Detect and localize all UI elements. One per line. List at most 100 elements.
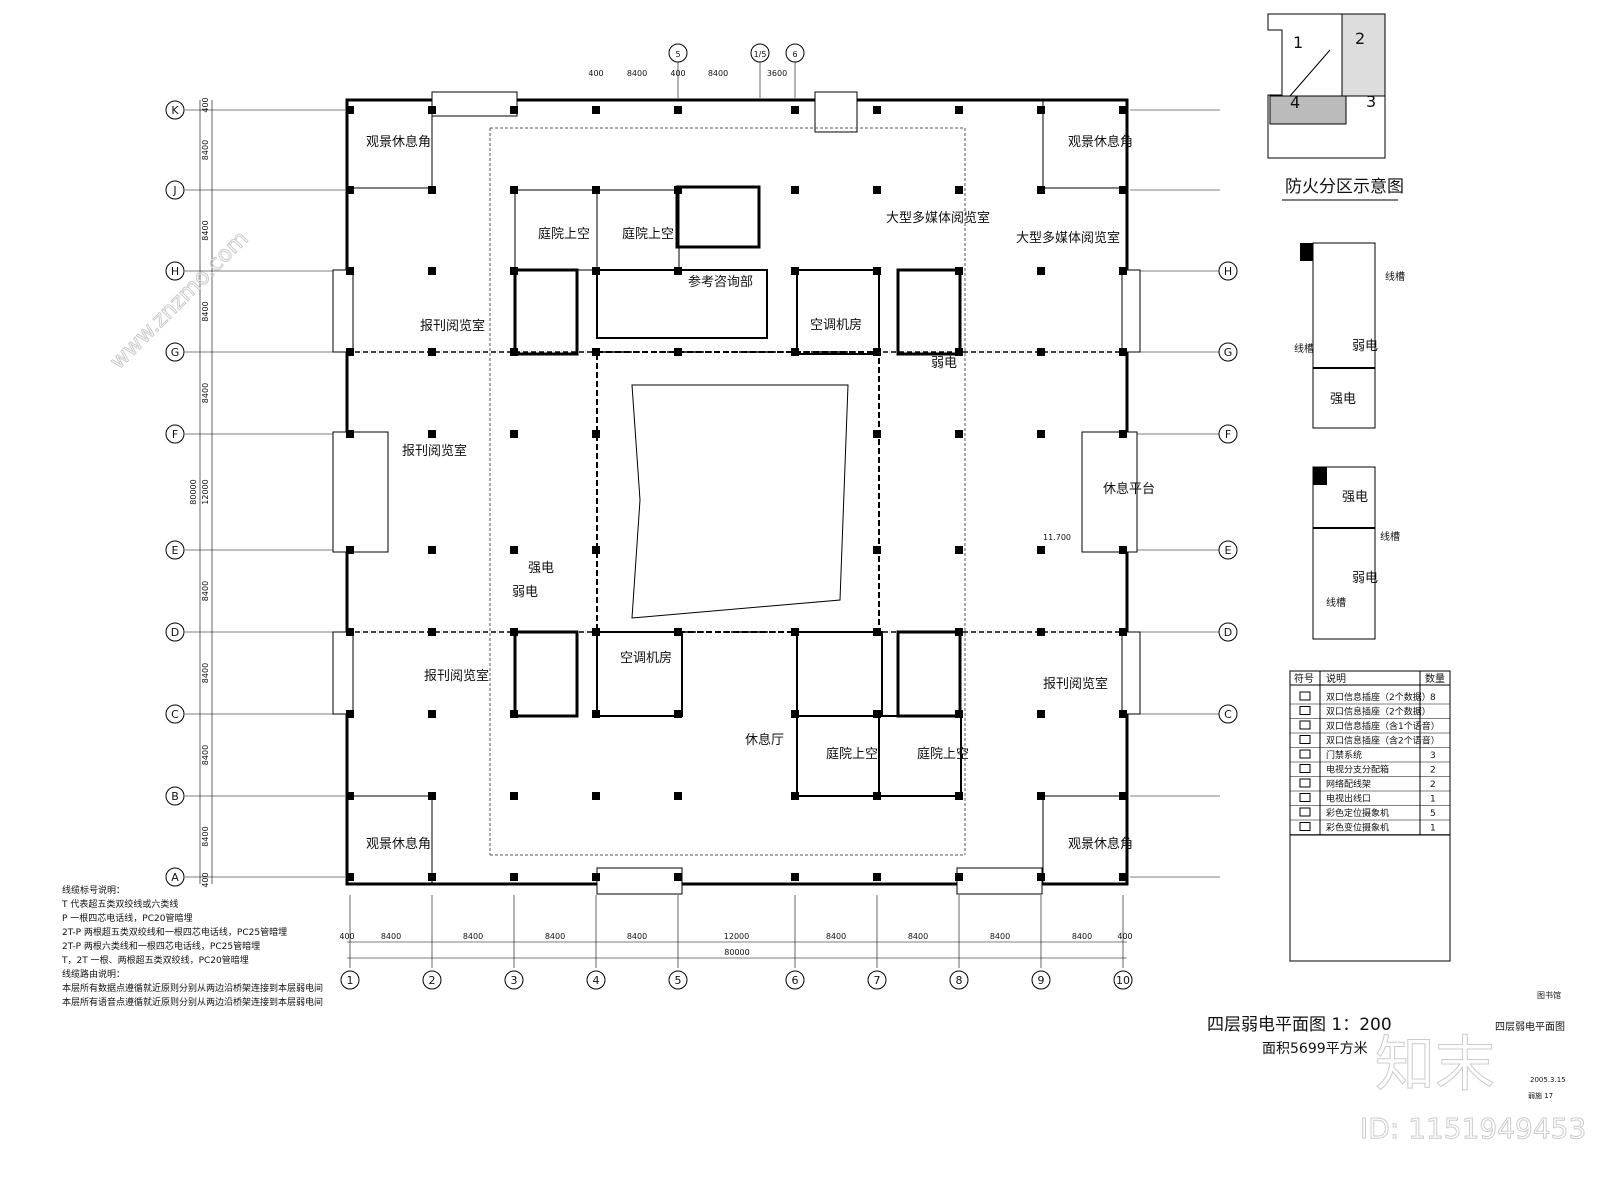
column	[1037, 186, 1045, 194]
dim-left: 8400	[201, 663, 210, 683]
column	[428, 106, 436, 114]
legend-qty: 2	[1430, 766, 1436, 776]
axis-label-col: 3	[511, 974, 518, 987]
column	[592, 106, 600, 114]
room-court-4: 庭院上空	[917, 746, 969, 762]
dim-left: 8400	[201, 745, 210, 765]
axis-label-row: C	[171, 708, 179, 721]
titleblock-sheet: 弱施 17	[1528, 1091, 1553, 1100]
legend-symbol-icon	[1299, 691, 1311, 701]
room-reading-3: 报刊阅览室	[424, 668, 489, 684]
detail1-tray: 线槽	[1385, 270, 1405, 283]
column	[428, 430, 436, 438]
column	[1119, 267, 1127, 275]
column	[428, 710, 436, 718]
axis-bubble-col	[422, 970, 442, 990]
fire-zone-diagram: 1 2 3 4 防火分区示意图	[1267, 13, 1404, 201]
legend-qty: 1	[1430, 795, 1436, 805]
dim-bottom: 400	[1117, 932, 1132, 941]
dim-left: 12000	[201, 479, 210, 504]
axis-label-row: B	[171, 790, 179, 803]
column	[955, 710, 963, 718]
legend-symbol-icon	[1299, 735, 1311, 744]
axis-label-row: E	[172, 544, 179, 557]
zone-3-label: 3	[1366, 92, 1376, 111]
legend-symbol-icon	[1299, 720, 1311, 730]
column	[1037, 106, 1045, 114]
column	[791, 348, 799, 356]
titleblock-project: 图书馆	[1537, 990, 1561, 1000]
column	[510, 267, 518, 275]
dim-bottom: 12000	[724, 932, 749, 941]
axis-label-row: H	[171, 265, 179, 278]
dim-bottom: 8400	[463, 932, 483, 941]
room-reference: 参考咨询部	[688, 274, 753, 290]
column	[1037, 348, 1045, 356]
legend-desc: 电视出线口	[1326, 793, 1371, 805]
column	[955, 873, 963, 881]
note-line: T，2T 一根、两根超五类双绞线，PC20管暗埋	[61, 954, 249, 966]
legend-desc: 双口信息插座（2个数据）	[1326, 706, 1431, 718]
column	[592, 430, 600, 438]
column	[791, 628, 799, 636]
column	[1119, 873, 1127, 881]
column	[1119, 106, 1127, 114]
detail2-weak: 弱电	[1352, 571, 1378, 586]
column	[428, 873, 436, 881]
legend-qty: 2	[1430, 780, 1436, 790]
dim-left: 8400	[201, 220, 210, 240]
axis-bubble-row	[165, 342, 185, 362]
legend-desc: 网络配线架	[1326, 778, 1371, 790]
column	[428, 546, 436, 554]
column	[510, 348, 518, 356]
axis-label-row-right: D	[1224, 626, 1232, 639]
column	[1119, 348, 1127, 356]
structural-columns	[346, 106, 1127, 881]
titleblock-date: 2005.3.15	[1530, 1076, 1566, 1084]
column	[1037, 267, 1045, 275]
dim-bottom-total: 80000	[724, 948, 749, 957]
route-line: 本层所有语音点遵循就近原则分别从两边沿桥架连接到本层弱电间	[62, 996, 323, 1008]
legend-symbol-icon	[1299, 807, 1311, 817]
column	[1119, 710, 1127, 718]
column	[1037, 873, 1045, 881]
column	[346, 348, 354, 356]
axis-label-col: 5	[675, 974, 682, 987]
detail-2: 强电 弱电 线槽 线槽	[1312, 466, 1400, 640]
column	[955, 348, 963, 356]
column	[1037, 546, 1045, 554]
axis-bubble-row-right	[1218, 424, 1238, 444]
column	[592, 873, 600, 881]
dim-left: 8400	[201, 581, 210, 601]
legend-qty: 3	[1430, 751, 1436, 761]
column	[346, 792, 354, 800]
column	[674, 186, 682, 194]
axis-label-row-right: G	[1224, 346, 1233, 359]
room-ac-2: 空调机房	[620, 650, 672, 666]
detail-1: 弱电 强电 线槽 线槽	[1294, 242, 1405, 429]
column	[873, 106, 881, 114]
column	[592, 267, 600, 275]
legend-qty: 8	[1430, 693, 1436, 703]
column	[955, 186, 963, 194]
axis-label-col: 6	[792, 974, 799, 987]
room-media-1: 大型多媒体阅览室	[886, 210, 990, 226]
room-rest-platform: 休息平台	[1103, 481, 1155, 497]
column	[592, 628, 600, 636]
dim-bottom: 8400	[826, 932, 846, 941]
room-view-se: 观景休息角	[1068, 836, 1133, 852]
room-view-nw: 观景休息角	[366, 134, 431, 150]
column	[428, 186, 436, 194]
room-rest-hall: 休息厅	[745, 732, 784, 748]
dim-left: 8400	[201, 826, 210, 846]
column	[592, 546, 600, 554]
column	[346, 430, 354, 438]
column	[791, 186, 799, 194]
legend-header-desc: 说明	[1326, 672, 1346, 685]
column	[428, 792, 436, 800]
column	[1119, 792, 1127, 800]
room-reading-4: 报刊阅览室	[1043, 676, 1108, 692]
axis-bubble-col	[867, 970, 887, 990]
axis-label-row-right: F	[1225, 428, 1231, 441]
column	[955, 792, 963, 800]
